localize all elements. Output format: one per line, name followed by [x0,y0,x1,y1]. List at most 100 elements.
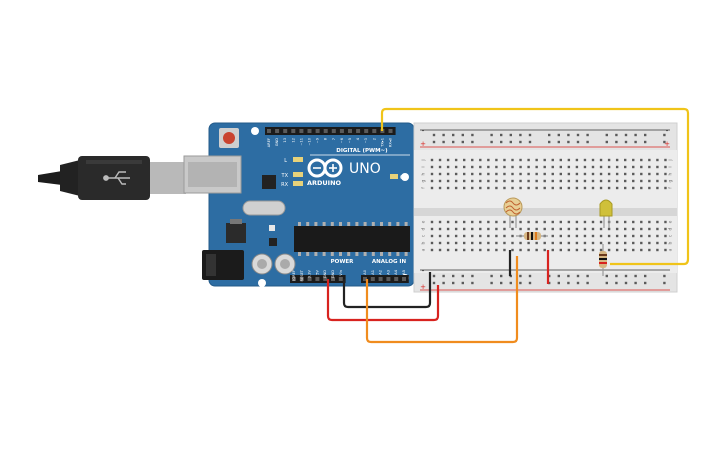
row-label: i [421,166,427,167]
breadboard-hole [543,172,546,176]
header-pin[interactable] [291,129,296,133]
breadboard-hole [463,220,466,224]
rail-hole [586,281,589,285]
resistor-vertical[interactable] [599,244,607,276]
breadboard-hole [463,234,466,238]
breadboard-hole [535,248,538,252]
header-pin[interactable] [292,277,296,281]
rail-hole [615,281,618,285]
breadboard-hole [543,179,546,183]
wire-black-gnd[interactable] [342,272,432,309]
header-pin[interactable] [283,129,288,133]
breadboard-hole [624,227,627,231]
header-pin[interactable] [356,129,361,133]
header-pin[interactable] [331,129,336,133]
breadboard-hole [656,234,659,238]
chip-pin [314,222,318,226]
row-label: h [421,172,427,175]
breadboard-hole [591,241,595,245]
pin-label: 2 [372,138,376,140]
rail-hole [586,133,589,137]
rail-hole [452,133,455,137]
breadboard-hole [575,165,579,169]
breadboard-hole [591,248,595,252]
header-pin[interactable] [339,129,344,133]
header-pin[interactable] [370,277,375,281]
header-pin[interactable] [338,277,343,281]
resistor-horizontal[interactable] [516,232,548,240]
row-label: h [668,172,674,175]
header-pin[interactable] [267,129,271,133]
header-pin[interactable] [364,129,369,133]
header-pin[interactable] [388,129,393,133]
breadboard-hole [511,172,514,176]
breadboard-hole [535,158,538,162]
rail-hole [644,274,647,278]
header-pin[interactable] [315,129,320,133]
header-pin[interactable] [394,277,399,281]
breadboard-hole [583,172,587,176]
header-pin[interactable] [402,277,406,281]
header-pin[interactable] [363,277,367,281]
header-pin[interactable] [275,129,280,133]
chip-pin [404,222,408,226]
header-pin[interactable] [307,129,312,133]
usb-cable[interactable] [38,156,186,200]
power-pin-header[interactable] [290,275,346,283]
breadboard-hole [471,172,474,176]
arduino-uno-board[interactable]: L TX RX ON ARDUINO UNO DIGITAL (PWM~) PO… [183,122,415,287]
header-pin[interactable] [323,129,328,133]
breadboard-hole [487,227,490,231]
breadboard-hole [479,234,482,238]
header-pin[interactable] [331,277,335,281]
breadboard-hole [632,234,635,238]
breadboard-hole [495,186,498,190]
header-pin[interactable] [323,277,328,281]
breadboard-hole [567,172,571,176]
wire-yellow-digital-to-led[interactable] [380,107,690,266]
board-model: UNO [349,161,381,177]
breadboard-hole [511,220,514,224]
breadboard-hole [487,165,490,169]
header-pin[interactable] [299,129,304,133]
header-pin[interactable] [307,277,312,281]
breadboard-hole [463,248,466,252]
breadboard-hole [463,158,466,162]
header-pin[interactable] [372,129,377,133]
rail-hole [528,274,532,278]
breadboard-hole [559,165,562,169]
crystal-oscillator [242,200,286,216]
usb-interface-chip [262,175,276,189]
breadboard-hole [471,165,474,169]
header-pin[interactable] [299,277,304,281]
breadboard-hole [487,179,490,183]
header-pin[interactable] [315,277,320,281]
wire-red-5v[interactable] [326,279,440,322]
breadboard-hole [575,186,579,190]
breadboard-hole [535,179,538,183]
breadboard-hole [551,220,554,224]
led-yellow[interactable] [599,199,613,228]
wire-orange-a0[interactable] [365,256,519,344]
rail-hole [576,274,580,278]
breadboard-hole [495,241,498,245]
reset-button[interactable] [223,132,235,144]
breadboard-hole [615,158,619,162]
chip-pin [339,222,342,226]
breadboard-hole [624,172,627,176]
breadboard-hole [495,227,498,231]
breadboard-hole [430,234,434,238]
header-pin[interactable] [386,277,391,281]
photoresistor[interactable] [503,197,523,228]
breadboard-hole [624,158,627,162]
digital-pin-header[interactable] [265,127,396,135]
header-pin[interactable] [378,277,383,281]
header-strip [361,275,409,283]
row-label: g [422,179,427,182]
header-pin[interactable] [348,129,352,133]
breadboard-hole [479,179,482,183]
breadboard-hole [430,165,434,169]
analog-pin-header[interactable] [361,275,409,283]
